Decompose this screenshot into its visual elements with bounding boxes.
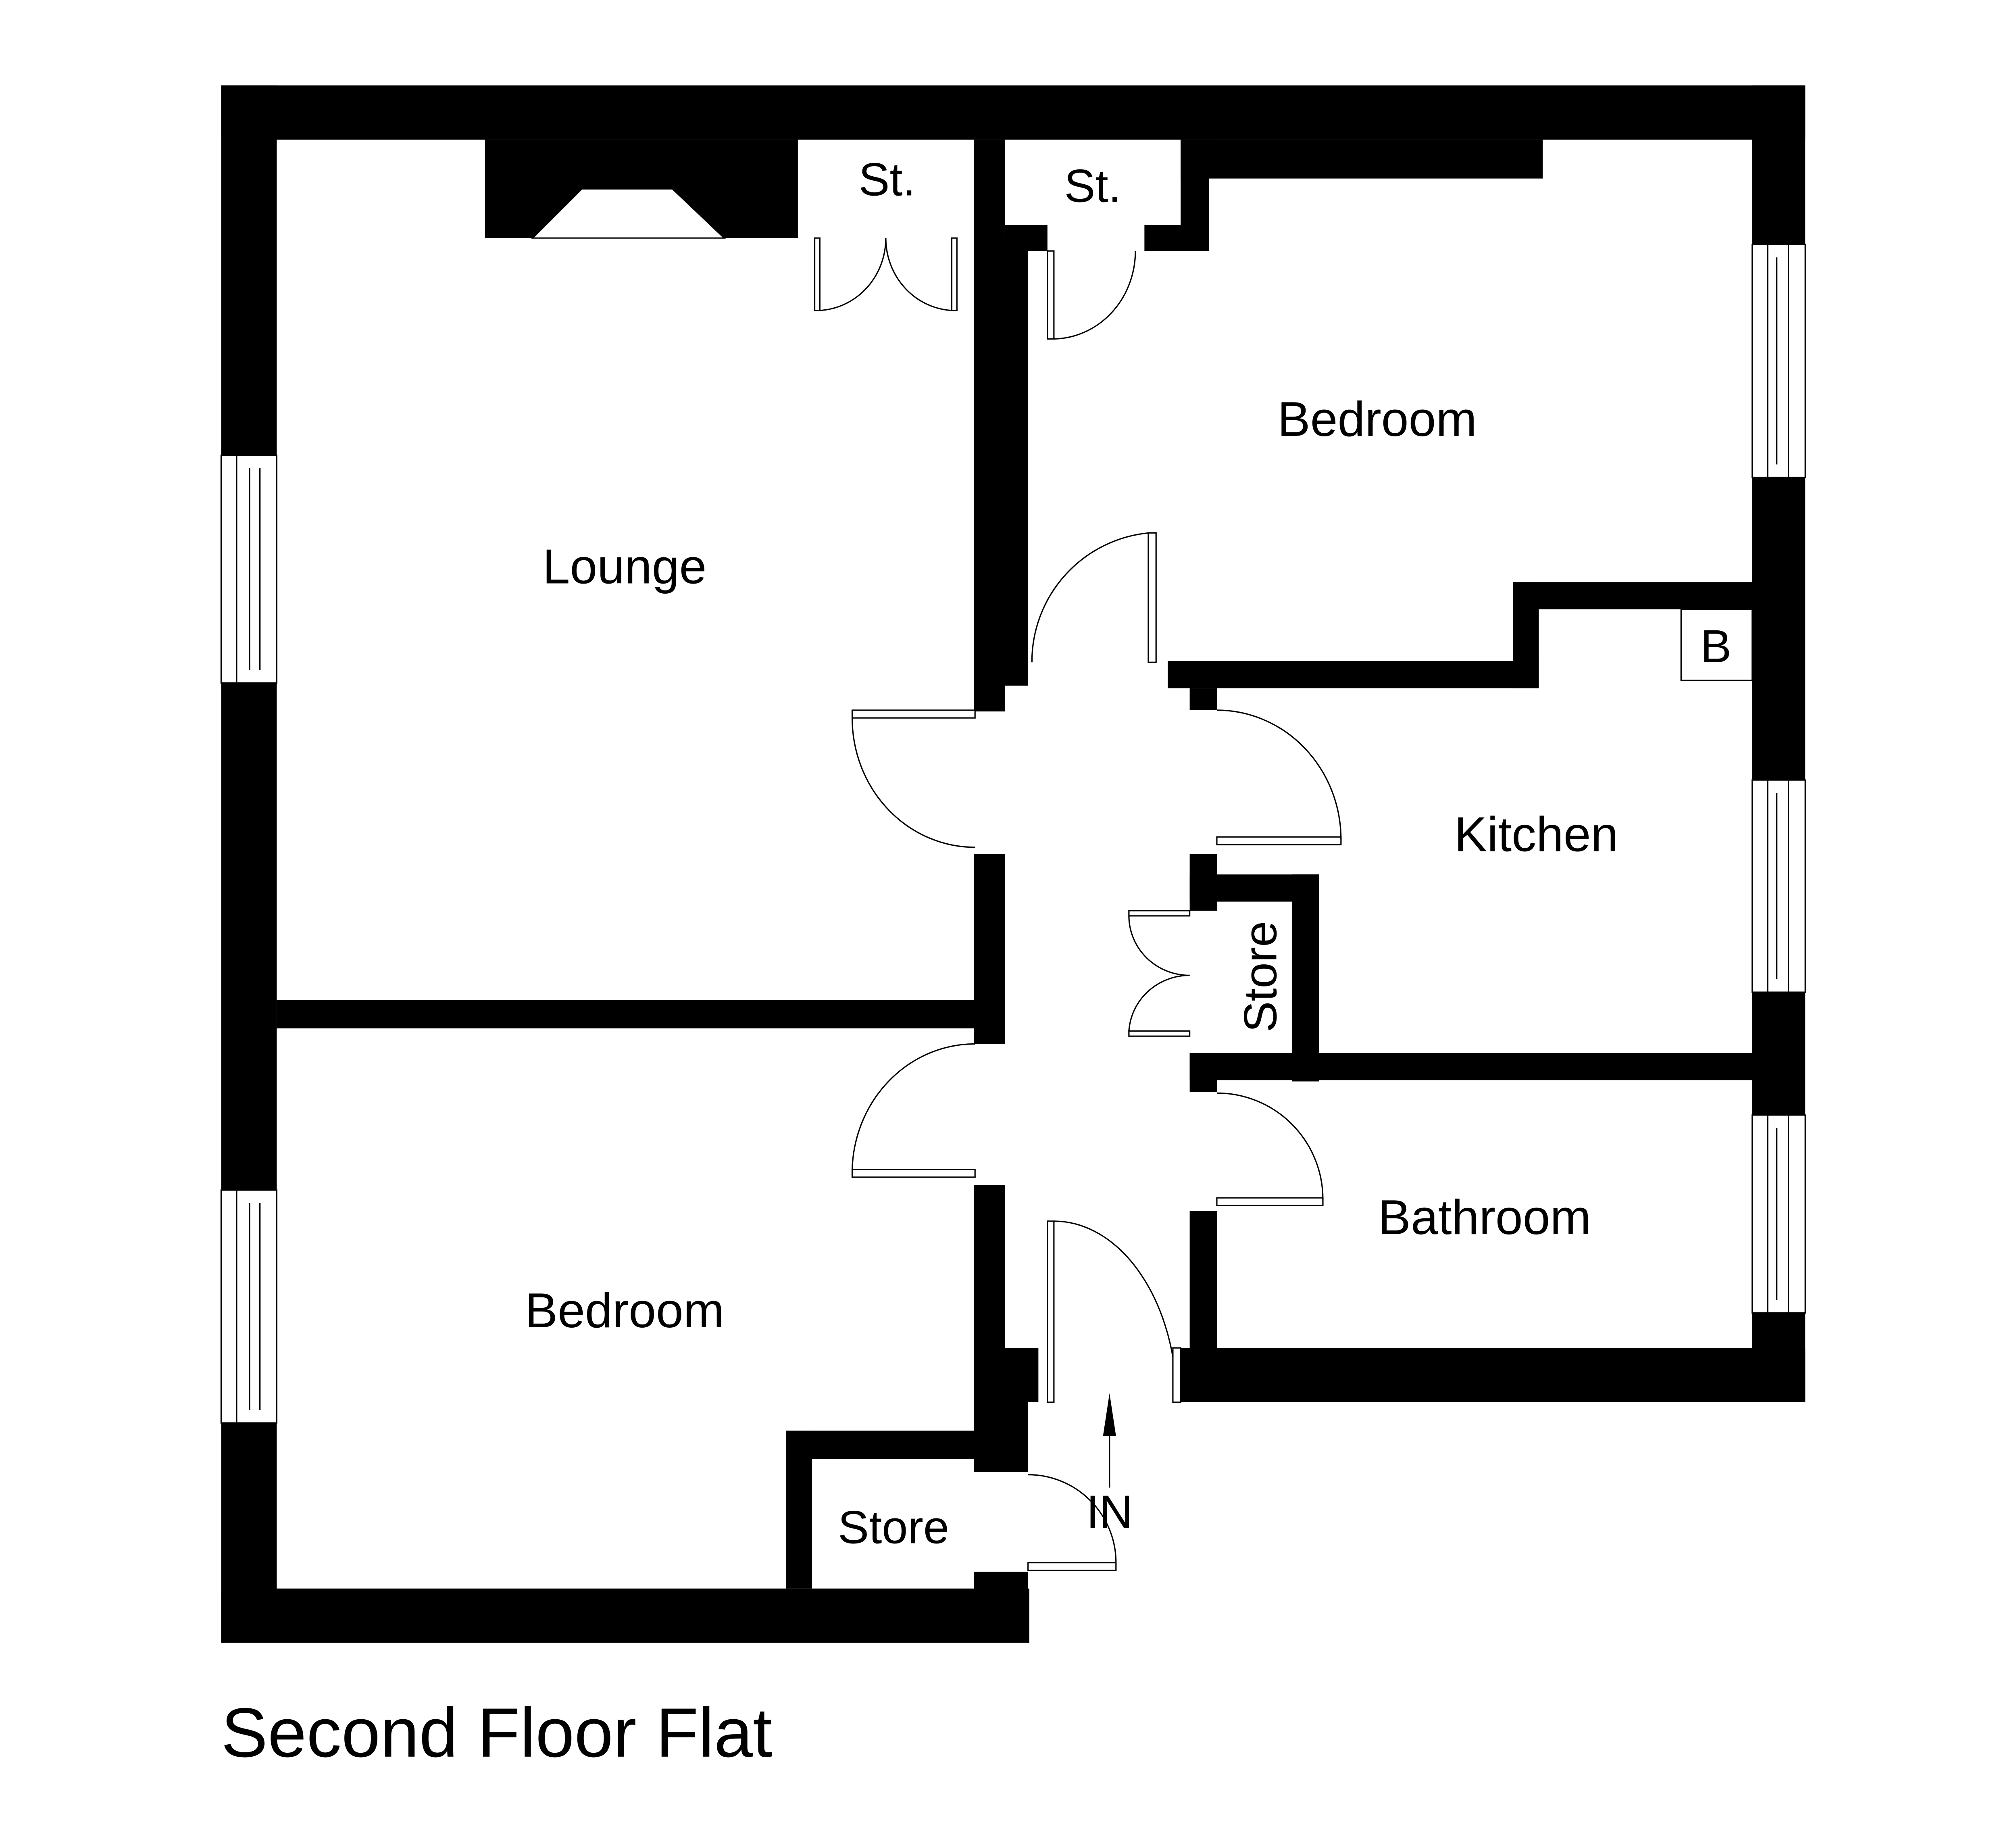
- window-kitchen-right: [1752, 779, 1806, 993]
- room-label-bathroom: Bathroom: [1378, 1190, 1591, 1245]
- window-bedroom-left: [220, 1189, 277, 1424]
- room-label-bedroom-storage: St.: [1064, 160, 1121, 212]
- windows: [220, 244, 1806, 1424]
- room-label-lounge-storage: St.: [859, 153, 916, 205]
- door-bedroom-storage: [1047, 250, 1136, 340]
- room-label-entrance-store: Store: [838, 1501, 949, 1554]
- window-bathroom-right: [1752, 1114, 1806, 1314]
- entrance-label: IN: [1086, 1486, 1133, 1538]
- room-label-bedroom-2: Bedroom: [525, 1283, 724, 1338]
- door-bedroom-top: [1031, 532, 1157, 663]
- entrance-arrow-icon: [1103, 1393, 1116, 1488]
- window-lounge-left: [220, 455, 277, 684]
- door-entrance-store: [1027, 1474, 1117, 1571]
- door-kitchen: [1216, 709, 1342, 846]
- door-hall-store: [1128, 910, 1191, 1037]
- window-bedroom-right: [1752, 244, 1806, 478]
- room-label-hall-store: Store: [1234, 921, 1286, 1032]
- doors: [814, 237, 1342, 1571]
- room-label-bedroom-1: Bedroom: [1277, 392, 1477, 446]
- door-lounge: [851, 709, 976, 848]
- room-label-kitchen: Kitchen: [1454, 807, 1618, 862]
- door-entrance: [1047, 1220, 1181, 1403]
- room-label-boiler: B: [1700, 620, 1731, 672]
- boiler-cupboard: [1680, 609, 1753, 681]
- door-bathroom: [1216, 1092, 1324, 1206]
- fireplace-hearth: [531, 188, 726, 239]
- door-bedroom-bottom: [851, 1043, 976, 1178]
- door-lounge-storage: [814, 237, 958, 311]
- plan-title: Second Floor Flat: [221, 1693, 772, 1772]
- walls: [221, 85, 1806, 1643]
- room-label-lounge: Lounge: [543, 539, 707, 594]
